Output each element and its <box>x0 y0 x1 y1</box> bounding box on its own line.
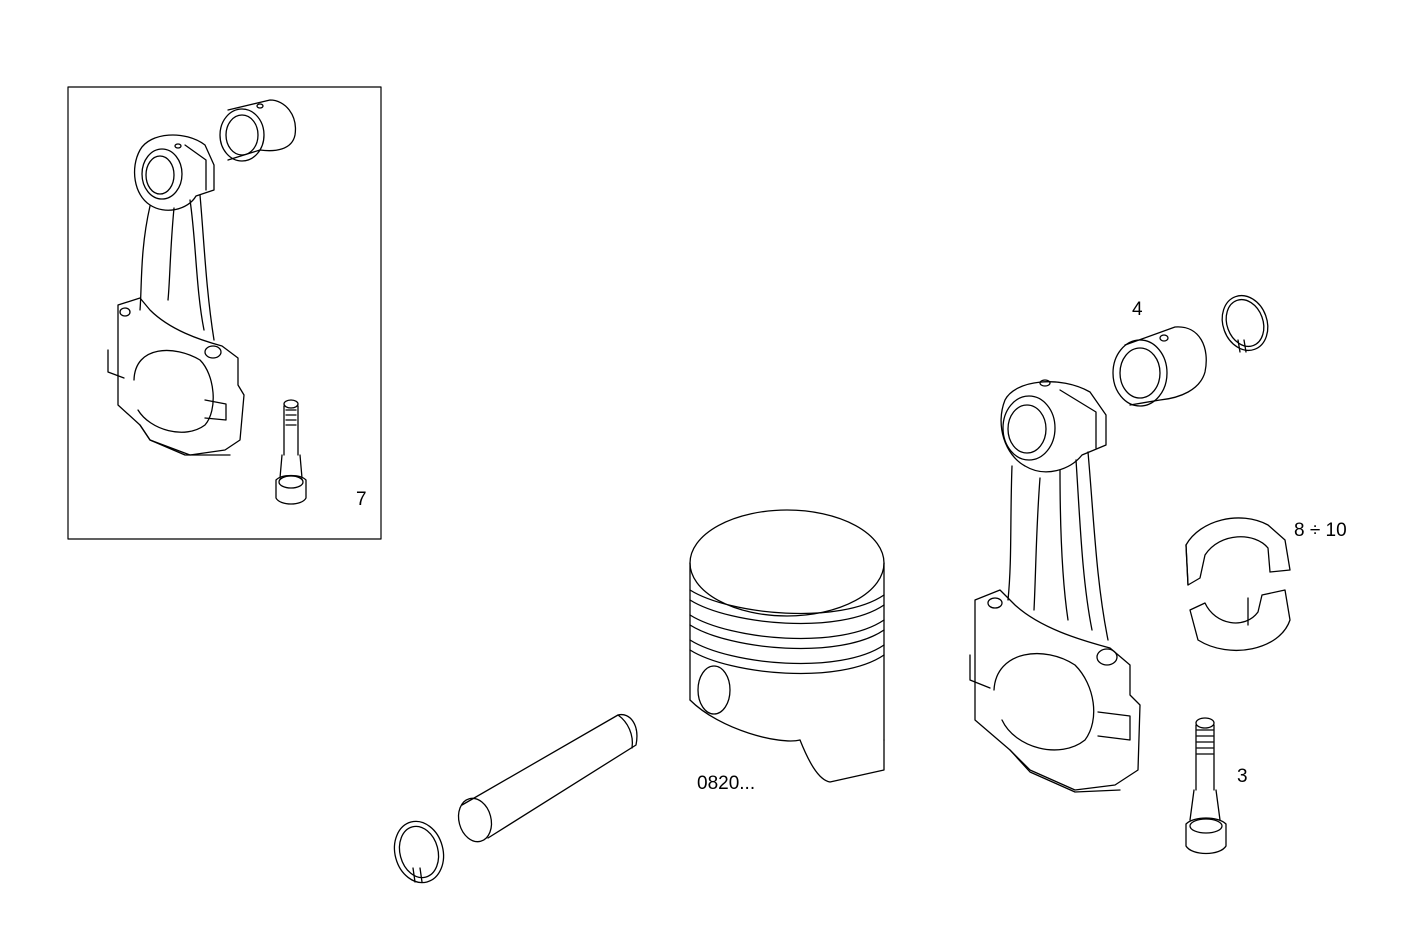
kit-frame <box>68 87 381 539</box>
connecting-rod <box>970 380 1140 792</box>
callout-7: 7 <box>356 489 367 510</box>
piston-pin <box>454 715 637 846</box>
callout-8-10: 8 ÷ 10 <box>1294 520 1347 541</box>
circlip-right <box>1215 289 1275 357</box>
callout-0820: 0820... <box>697 773 756 794</box>
bolt-3 <box>1186 718 1226 854</box>
callout-4: 4 <box>1132 299 1143 320</box>
bushing-4 <box>1113 327 1206 406</box>
bearing-shells <box>1186 518 1290 650</box>
kit-bolt <box>276 400 306 504</box>
kit-bushing <box>220 100 295 161</box>
kit-connecting-rod <box>108 135 244 455</box>
callout-3: 3 <box>1237 766 1248 787</box>
circlip-left <box>388 816 450 888</box>
piston <box>690 510 884 782</box>
